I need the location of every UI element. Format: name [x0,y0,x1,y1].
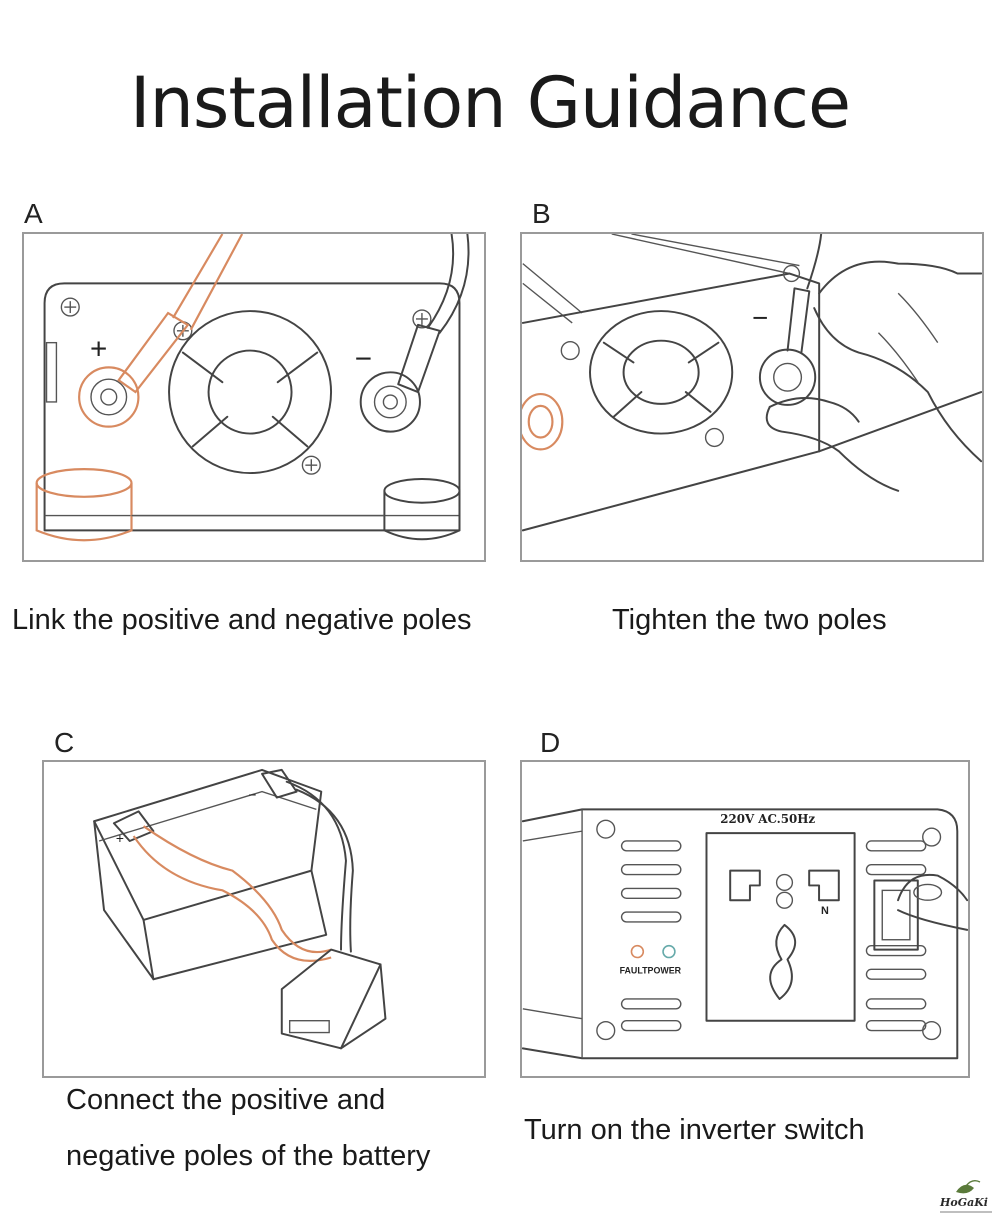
panel-d-illustration: 220V AC.50Hz FAULTPOWER N [520,760,970,1078]
panel-a-letter: A [24,198,43,229]
neutral-label: N [821,905,829,917]
panel-c-caption-line-2: negative poles of the battery [66,1140,431,1172]
panel-c-letter: C [54,727,75,758]
minus-label-c: − [248,787,256,803]
plus-label: + [90,332,107,365]
page-title: Installation Guidance [129,62,851,144]
panel-b-letter: B [532,198,551,229]
panel-c-caption-line-1: Connect the positive and [66,1084,386,1116]
fault-power-label: FAULTPOWER [620,965,682,975]
plus-label-c: + [116,830,124,846]
tighten-poles-illustration: − [522,234,982,532]
panel-c-illustration: + − [42,760,486,1078]
svg-text:HoGaKi: HoGaKi [939,1196,988,1209]
inverter-switch-illustration: 220V AC.50Hz FAULTPOWER N [522,808,968,1060]
inverter-terminals-illustration: + − [35,234,470,542]
panel-a-illustration: + − [22,232,486,562]
battery-connection-illustration: + − [93,768,387,1050]
minus-label: − [355,342,372,375]
panel-d-caption: Turn on the inverter switch [524,1114,865,1146]
voltage-label: 220V AC.50Hz [720,812,815,826]
brand-logo: HoGaKi [938,1178,994,1218]
panel-d-letter: D [540,727,561,758]
panel-a-caption: Link the positive and negative poles [12,604,472,636]
panel-b-illustration: − [520,232,984,562]
minus-label-b: − [752,302,768,333]
panel-b-caption: Tighten the two poles [612,604,887,636]
